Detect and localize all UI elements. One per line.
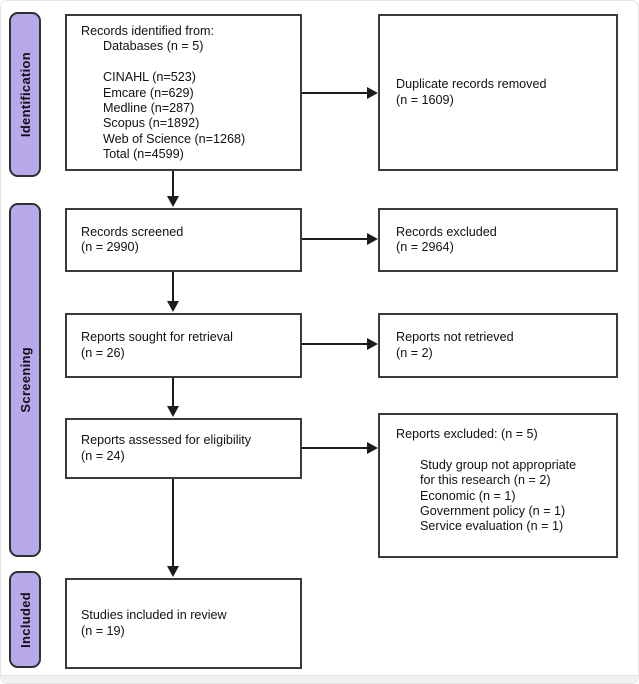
text-line: (n = 1609) (396, 92, 454, 107)
arrowhead-down-icon (167, 566, 179, 577)
arrow-assessed-to-included (172, 479, 174, 567)
text-line: Databases (n = 5) (103, 39, 204, 54)
text-line: (n = 24) (81, 448, 125, 463)
text-line: Studies included in review (81, 608, 227, 623)
text-line: Scopus (n=1892) (103, 116, 200, 131)
arrow-sought-to-notretrieved (302, 343, 368, 345)
box-records-identified: Records identified from: Databases (n = … (65, 14, 302, 171)
arrowhead-right-icon (367, 338, 378, 350)
window-bottom-edge (1, 675, 638, 683)
arrowhead-down-icon (167, 301, 179, 312)
box-records-excluded: Records excluded (n = 2964) (378, 208, 618, 272)
text-line: Medline (n=287) (103, 101, 195, 116)
text-line: (n = 2) (396, 345, 433, 360)
text-line: Records excluded (396, 224, 497, 239)
text-line: for this research (n = 2) (420, 473, 551, 488)
text-line: Duplicate records removed (396, 77, 547, 92)
box-studies-included: Studies included in review (n = 19) (65, 578, 302, 669)
arrowhead-right-icon (367, 233, 378, 245)
stage-ribbon-included: Included (9, 571, 41, 668)
text-line: Reports not retrieved (396, 330, 514, 345)
box-duplicates-removed: Duplicate records removed (n = 1609) (378, 14, 618, 171)
text-line: CINAHL (n=523) (103, 70, 196, 85)
text-line: Records identified from: (81, 24, 214, 38)
text-line: (n = 2990) (81, 240, 139, 254)
box-reports-sought: Reports sought for retrieval (n = 26) (65, 313, 302, 378)
text-line: Economic (n = 1) (420, 488, 516, 503)
text-line: (n = 19) (81, 623, 125, 638)
box-reports-not-retrieved: Reports not retrieved (n = 2) (378, 313, 618, 378)
arrow-screened-to-sought (172, 272, 174, 302)
text-line: (n = 2964) (396, 240, 454, 254)
arrowhead-down-icon (167, 406, 179, 417)
arrow-identified-to-duplicates (302, 92, 368, 94)
arrow-screened-to-excluded (302, 238, 368, 240)
text-line: Government policy (n = 1) (420, 504, 566, 519)
stage-label: Included (17, 591, 33, 648)
arrowhead-down-icon (167, 196, 179, 207)
text-line (380, 442, 616, 457)
arrow-assessed-to-excluded (302, 447, 368, 449)
arrow-identified-to-screened (172, 171, 174, 197)
text-line: Records screened (81, 224, 184, 239)
text-line: Study group not appropriate (420, 457, 577, 472)
text-line: Reports excluded: (n = 5) (396, 427, 538, 441)
text-line: Web of Science (n=1268) (103, 131, 246, 146)
stage-ribbon-screening: Screening (9, 203, 41, 557)
stage-label: Screening (17, 347, 33, 413)
text-line: Service evaluation (n = 1) (420, 519, 564, 534)
box-reports-assessed: Reports assessed for eligibility (n = 24… (65, 418, 302, 479)
text-line: (n = 26) (81, 345, 125, 360)
text-line: Reports assessed for eligibility (81, 433, 252, 448)
text-line: Emcare (n=629) (103, 85, 194, 100)
text-line (67, 55, 300, 70)
box-reports-excluded: Reports excluded: (n = 5) Study group no… (378, 413, 618, 558)
arrow-sought-to-assessed (172, 378, 174, 407)
arrowhead-right-icon (367, 442, 378, 454)
text-line: Total (n=4599) (103, 147, 184, 162)
stage-ribbon-identification: Identification (9, 12, 41, 177)
text-line: Reports sought for retrieval (81, 330, 233, 345)
arrowhead-right-icon (367, 87, 378, 99)
box-records-screened: Records screened (n = 2990) (65, 208, 302, 272)
stage-label: Identification (17, 51, 33, 138)
